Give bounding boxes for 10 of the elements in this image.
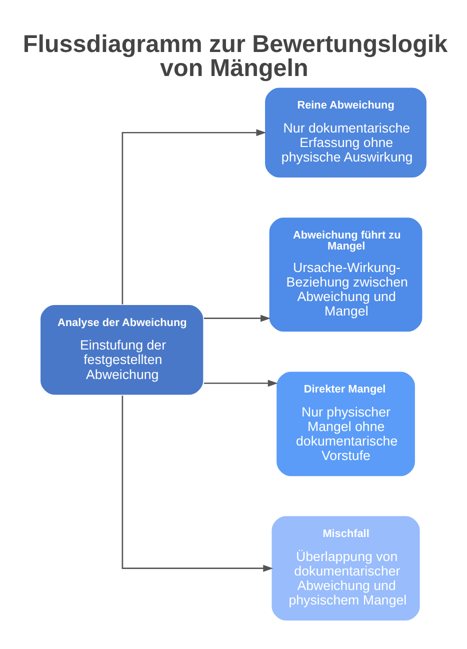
node-box: Analyse der Abweichung Einstufung der festgestellten Abweichung bbox=[39, 303, 204, 396]
node-box: Mischfall Überlappung von dokumentarischer Abweichung und physischem Mangel bbox=[270, 514, 422, 622]
diagram-title: Flussdiagramm zur Bewertungslogik von Mängeln bbox=[22, 30, 448, 82]
arrow bbox=[122, 395, 274, 572]
node-box: Reine Abweichung Nur dokumentarische Erfassung ohne physische Auswirkung bbox=[264, 86, 428, 178]
arrow bbox=[204, 379, 278, 386]
node-box: Direkter Mangel Nur physischer Mangel ohne dokumentarische Vorstufe bbox=[275, 370, 416, 477]
arrow bbox=[204, 314, 271, 322]
node-box: Abweichung führt zu Mangel Ursache-Wirkung-Beziehung zwischen Abweichung und Mangel bbox=[268, 216, 424, 332]
arrow bbox=[122, 128, 266, 304]
